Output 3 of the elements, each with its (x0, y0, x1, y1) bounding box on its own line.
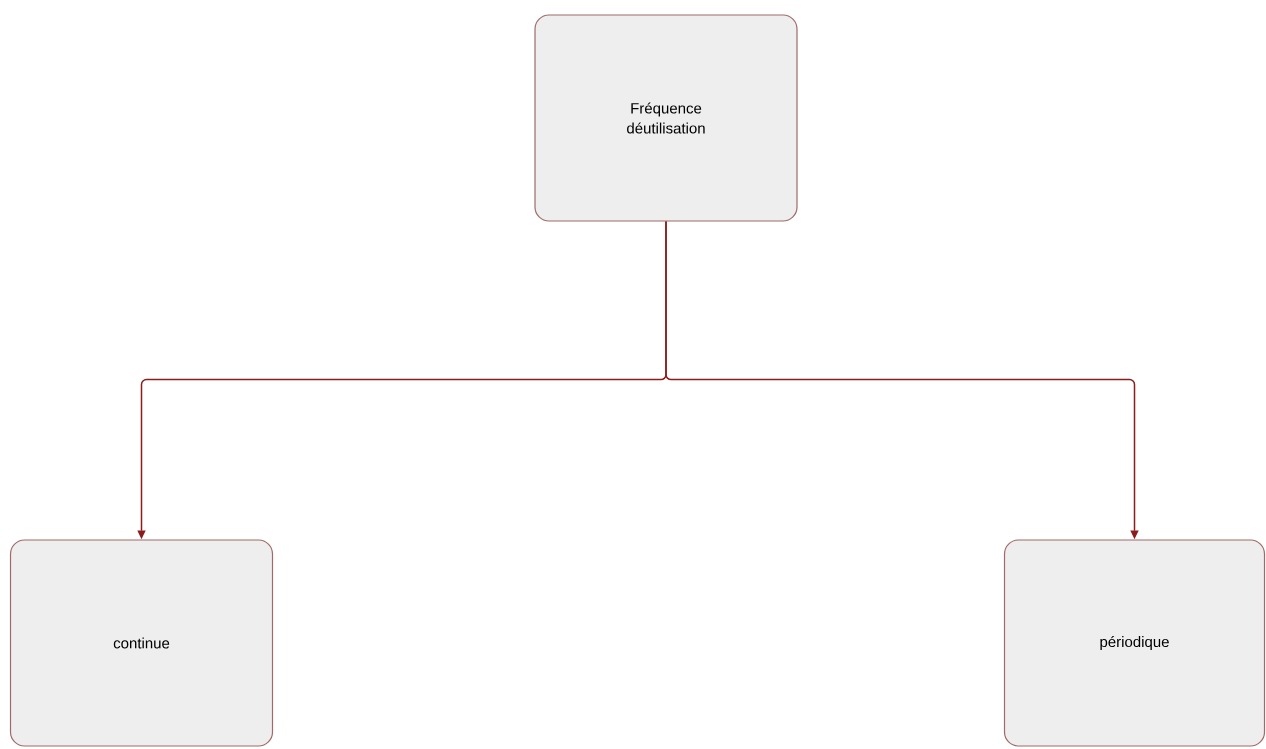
process-box: Fréquence déutilisation (534, 14, 798, 222)
process-box: périodique (1003, 539, 1266, 747)
process-box: continue (9, 539, 274, 747)
